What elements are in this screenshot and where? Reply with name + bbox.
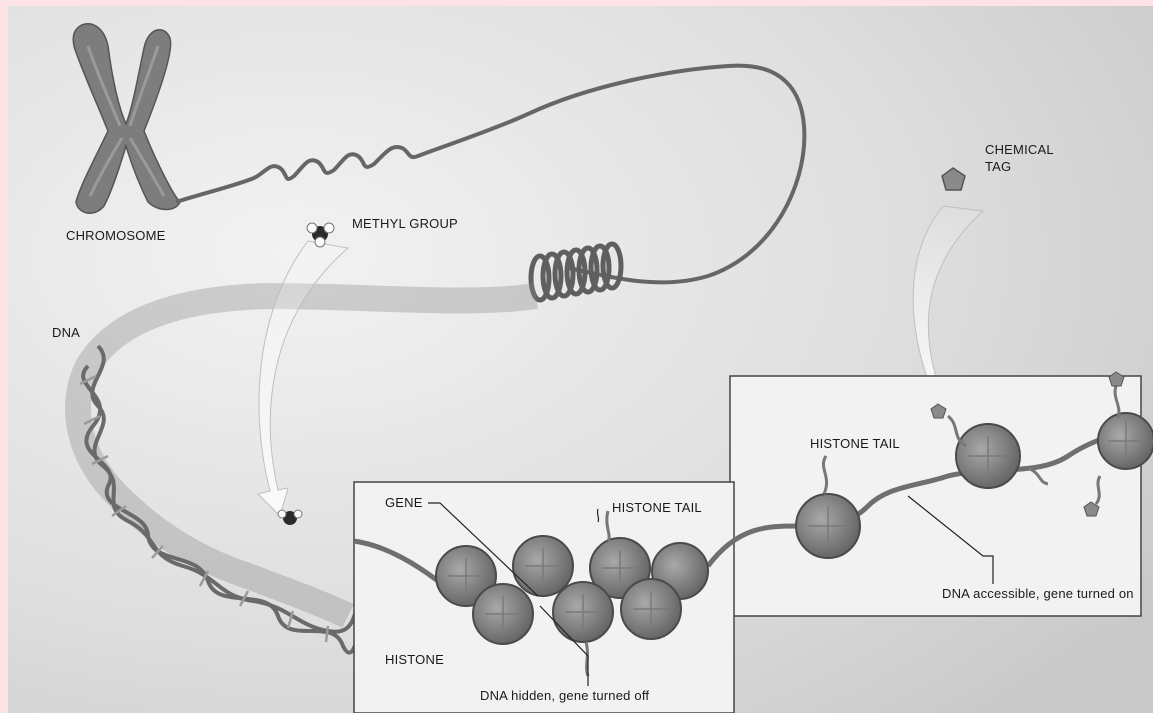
label-chemical-tag-2: TAG bbox=[985, 159, 1011, 175]
label-chemical-tag-1: CHEMICAL bbox=[985, 142, 1054, 158]
label-gene: GENE bbox=[385, 495, 423, 511]
label-chromosome: CHROMOSOME bbox=[66, 228, 166, 244]
diagram-canvas bbox=[8, 6, 1153, 713]
label-dna: DNA bbox=[52, 325, 80, 341]
label-histone-tail-right: HISTONE TAIL bbox=[810, 436, 900, 452]
label-histone: HISTONE bbox=[385, 652, 444, 668]
label-histone-tail-left: HISTONE TAIL bbox=[612, 500, 702, 516]
label-dna-accessible: DNA accessible, gene turned on bbox=[942, 586, 1134, 602]
label-methyl-group: METHYL GROUP bbox=[352, 216, 458, 232]
label-dna-hidden: DNA hidden, gene turned off bbox=[480, 688, 649, 704]
